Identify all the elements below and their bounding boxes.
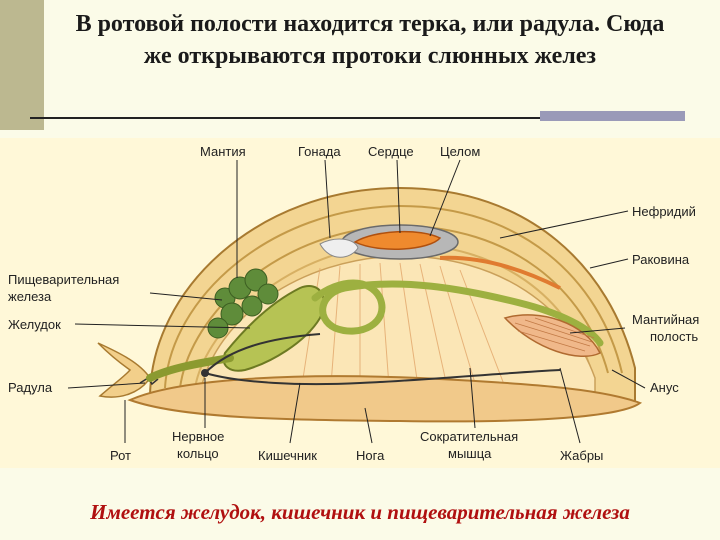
nerve-ring bbox=[201, 369, 209, 377]
label-anus: Анус bbox=[650, 380, 679, 395]
heart bbox=[353, 230, 442, 250]
label-nerve-ring-line2: кольцо bbox=[177, 446, 219, 461]
slide-title: В ротовой полости находится терка, или р… bbox=[75, 11, 665, 69]
intestine bbox=[311, 279, 604, 347]
label-heart: Сердце bbox=[368, 144, 414, 159]
title-divider bbox=[30, 117, 685, 119]
label-contractile-muscle-line1: Сократительная bbox=[420, 429, 518, 444]
label-intestine: Кишечник bbox=[258, 448, 317, 463]
foot bbox=[127, 375, 643, 423]
mollusc-anatomy-diagram: Мантия Гонада Сердце Целом Нефридий Рако… bbox=[0, 138, 720, 468]
label-gonad: Гонада bbox=[298, 144, 341, 159]
label-mantle-cavity-line1: Мантийная bbox=[632, 312, 699, 327]
gill-filaments bbox=[514, 317, 595, 352]
label-mouth: Рот bbox=[110, 448, 131, 463]
slide-caption: Имеется желудок, кишечник и пищеваритель… bbox=[90, 500, 630, 524]
label-digestive-gland-line1: Пищеварительная bbox=[8, 272, 119, 287]
label-shell: Раковина bbox=[632, 252, 690, 267]
stomach bbox=[222, 285, 325, 372]
label-mantle-cavity-line2: полость bbox=[650, 329, 698, 344]
label-nerve-ring-line1: Нервное bbox=[172, 429, 224, 444]
label-stomach: Желудок bbox=[8, 317, 61, 332]
gills bbox=[503, 314, 602, 357]
label-coelom: Целом bbox=[440, 144, 480, 159]
gonad bbox=[319, 238, 359, 258]
divider-accent-block bbox=[540, 111, 685, 121]
nerve-connective bbox=[204, 333, 321, 374]
label-contractile-muscle-line2: мышца bbox=[448, 446, 492, 461]
label-foot: Нога bbox=[356, 448, 385, 463]
decorative-left-bar bbox=[0, 0, 44, 130]
label-gills: Жабры bbox=[560, 448, 603, 463]
label-mantle: Мантия bbox=[200, 144, 246, 159]
nerve-cord bbox=[204, 369, 561, 386]
label-digestive-gland-line2: железа bbox=[8, 289, 52, 304]
nephridium bbox=[439, 255, 561, 290]
label-radula: Радула bbox=[8, 380, 53, 395]
label-nephridium: Нефридий bbox=[632, 204, 696, 219]
label-leader-lines bbox=[67, 159, 646, 444]
shell-ridge bbox=[164, 204, 623, 389]
digestive-gland bbox=[207, 268, 279, 339]
